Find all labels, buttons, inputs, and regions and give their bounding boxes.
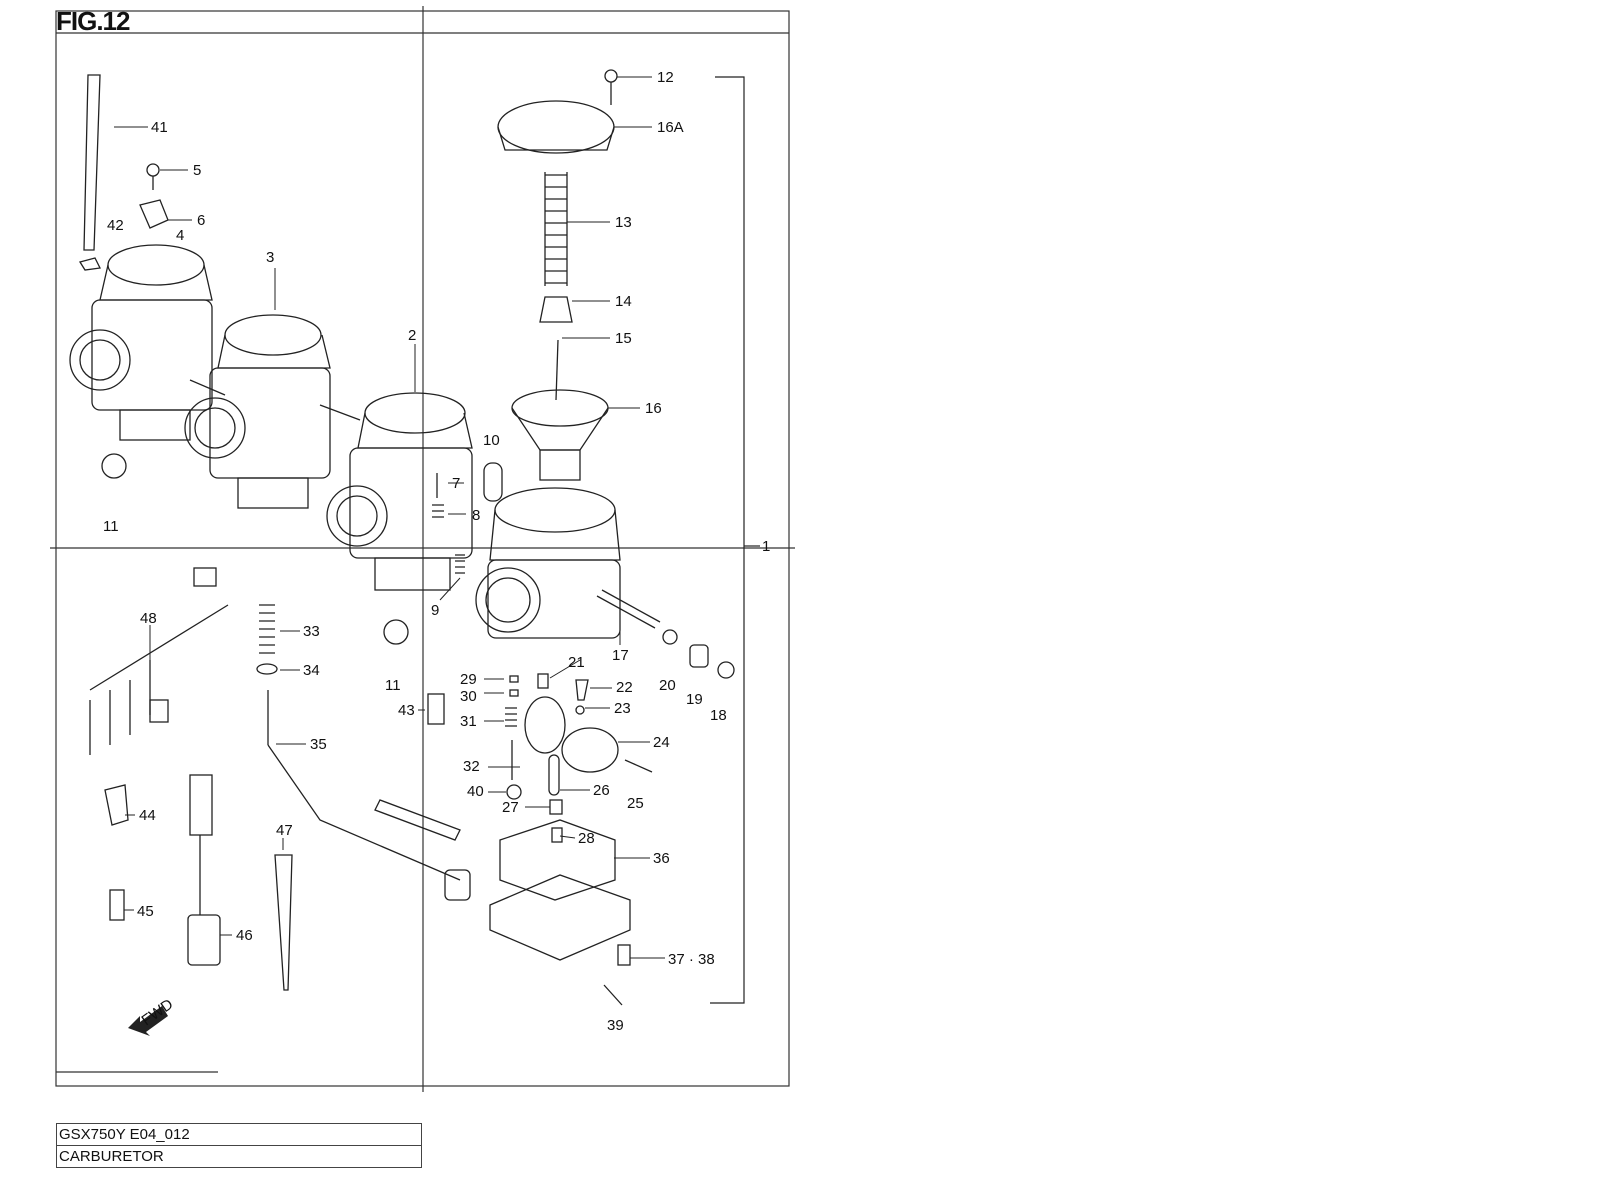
callout-8: 8 [472, 507, 480, 524]
leader-lines [114, 76, 665, 959]
callout-39: 39 [607, 1017, 624, 1034]
callout-28: 28 [578, 830, 595, 847]
callout-23: 23 [614, 700, 631, 717]
callout-34: 34 [303, 662, 320, 679]
callout-9: 9 [431, 602, 439, 619]
callout-13: 13 [615, 214, 632, 231]
callout-36: 36 [653, 850, 670, 867]
callout-7: 7 [452, 475, 460, 492]
section-name: CARBURETOR [56, 1145, 422, 1168]
callout-29: 29 [460, 671, 477, 688]
assembly-bracket [710, 76, 760, 1004]
callout-21: 21 [568, 654, 585, 671]
callout-40: 40 [467, 783, 484, 800]
diagram-frame [50, 6, 795, 1092]
callout-46: 46 [236, 927, 253, 944]
callout-14: 14 [615, 293, 632, 310]
carburetor-bank [69, 244, 661, 639]
callout-43: 43 [398, 702, 415, 719]
callout-12: 12 [657, 69, 674, 86]
callout-47: 47 [276, 822, 293, 839]
callout-48: 48 [140, 610, 157, 627]
part-callouts: 1 2 3 4 5 6 7 8 9 10 11 11 12 13 14 15 1… [103, 69, 770, 1034]
callout-18: 18 [710, 707, 727, 724]
callout-5: 5 [193, 162, 201, 179]
callout-45: 45 [137, 903, 154, 920]
callout-44: 44 [139, 807, 156, 824]
callout-4: 4 [176, 227, 184, 244]
callout-20: 20 [659, 677, 676, 694]
callout-11a: 11 [103, 518, 119, 535]
callout-32: 32 [463, 758, 480, 775]
exploded-parts [78, 69, 735, 1006]
callout-16: 16 [645, 400, 662, 417]
info-table: GSX750Y E04_012 CARBURETOR [56, 1123, 422, 1168]
callout-16a: 16A [657, 119, 684, 136]
forward-arrow-icon: FWD [128, 996, 176, 1036]
callout-24: 24 [653, 734, 670, 751]
callout-17: 17 [612, 647, 629, 664]
callout-22: 22 [616, 679, 633, 696]
callout-25: 25 [627, 795, 644, 812]
callout-42: 42 [107, 217, 124, 234]
callout-41: 41 [151, 119, 168, 136]
callout-31: 31 [460, 713, 477, 730]
callout-2: 2 [408, 327, 416, 344]
callout-10: 10 [483, 432, 500, 449]
fwd-label: FWD [139, 996, 177, 1030]
callout-11b: 11 [385, 677, 401, 694]
model-code: GSX750Y E04_012 [56, 1123, 422, 1146]
callout-26: 26 [593, 782, 610, 799]
callout-3: 3 [266, 249, 274, 266]
callout-30: 30 [460, 688, 477, 705]
callout-27: 27 [502, 799, 519, 816]
callout-33: 33 [303, 623, 320, 640]
callout-37-38: 37 · 38 [668, 951, 715, 968]
callout-15: 15 [615, 330, 632, 347]
callout-35: 35 [310, 736, 327, 753]
callout-6: 6 [197, 212, 205, 229]
callout-1: 1 [762, 538, 770, 555]
callout-19: 19 [686, 691, 703, 708]
